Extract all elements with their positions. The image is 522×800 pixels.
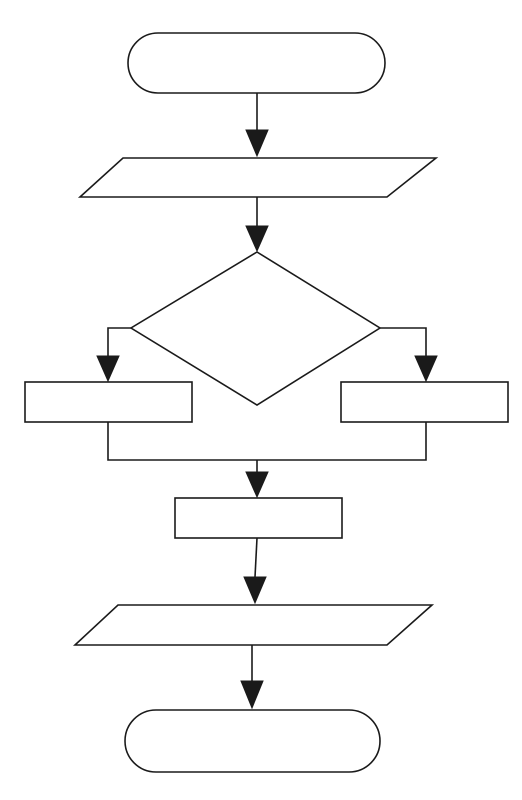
arrow-decision-to-left-process [96,327,131,383]
arrow-start-to-input [245,93,269,158]
end-terminator [124,709,381,773]
start-terminator [127,32,386,94]
output-data-shape [72,604,435,646]
merge-connector [107,422,427,461]
arrow-process-to-output [243,537,267,605]
right-process-box [340,381,509,423]
left-process-box [24,381,193,423]
arrow-input-to-decision [245,197,269,253]
arrow-decision-to-right-process [380,327,438,383]
arrow-output-to-end [240,645,264,710]
merge-process-box [174,497,343,539]
decision-diamond [129,251,382,406]
arrow-merge-to-process [245,460,269,499]
input-data-shape [77,157,439,198]
